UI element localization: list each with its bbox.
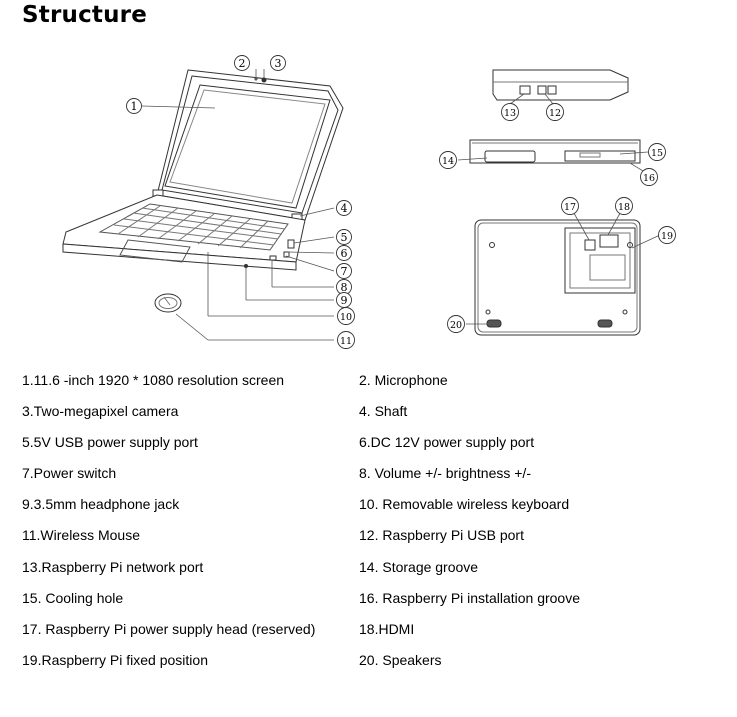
callout-16: 16 bbox=[640, 168, 658, 186]
legend-item-9: 9.3.5mm headphone jack bbox=[22, 496, 180, 512]
callout-5: 5 bbox=[336, 229, 352, 245]
callout-6: 6 bbox=[336, 245, 352, 261]
svg-text:13: 13 bbox=[504, 108, 516, 119]
legend-item-17: 17. Raspberry Pi power supply head (rese… bbox=[22, 621, 316, 637]
svg-text:5: 5 bbox=[341, 231, 348, 244]
side-view-top bbox=[492, 69, 629, 101]
callout-3: 3 bbox=[270, 55, 286, 71]
callout-15: 15 bbox=[648, 143, 666, 161]
legend-item-12: 12. Raspberry Pi USB port bbox=[359, 527, 524, 543]
svg-text:19: 19 bbox=[661, 231, 673, 242]
callout-7: 7 bbox=[336, 263, 352, 279]
callout-14: 14 bbox=[439, 151, 457, 169]
legend-item-7: 7.Power switch bbox=[22, 465, 117, 481]
svg-text:2: 2 bbox=[239, 57, 246, 70]
legend-item-19: 19.Raspberry Pi fixed position bbox=[22, 652, 208, 668]
legend-row: 7.Power switch 8. Volume +/- brightness … bbox=[0, 465, 737, 489]
svg-text:9: 9 bbox=[341, 294, 348, 307]
legend-row: 11.Wireless Mouse 12. Raspberry Pi USB p… bbox=[0, 527, 737, 551]
callout-numbers: 1 2 3 4 5 6 7 8 9 10 11 12 13 14 15 16 1… bbox=[126, 55, 676, 349]
legend-item-1: 1.11.6 -inch 1920 * 1080 resolution scre… bbox=[22, 372, 285, 388]
callout-20: 20 bbox=[447, 315, 465, 333]
svg-text:4: 4 bbox=[341, 202, 348, 215]
legend-row: 15. Cooling hole 16. Raspberry Pi instal… bbox=[0, 590, 737, 614]
callout-13: 13 bbox=[501, 103, 519, 121]
bottom-view bbox=[474, 219, 641, 336]
legend-row: 3.Two-megapixel camera 4. Shaft bbox=[0, 403, 737, 427]
callout-1: 1 bbox=[126, 98, 142, 114]
svg-text:1: 1 bbox=[131, 100, 138, 113]
svg-text:14: 14 bbox=[442, 156, 454, 167]
legend-item-16: 16. Raspberry Pi installation groove bbox=[359, 590, 581, 606]
legend-row: 1.11.6 -inch 1920 * 1080 resolution scre… bbox=[0, 372, 737, 396]
legend-item-4: 4. Shaft bbox=[359, 403, 408, 419]
legend-item-3: 3.Two-megapixel camera bbox=[22, 403, 179, 419]
legend-item-8: 8. Volume +/- brightness +/- bbox=[359, 465, 531, 481]
callout-19: 19 bbox=[658, 226, 676, 244]
legend-row: 13.Raspberry Pi network port 14. Storage… bbox=[0, 559, 737, 583]
svg-text:16: 16 bbox=[643, 173, 655, 184]
svg-text:11: 11 bbox=[340, 336, 352, 347]
callout-11: 11 bbox=[337, 331, 355, 349]
legend-item-15: 15. Cooling hole bbox=[22, 590, 124, 606]
legend-item-18: 18.HDMI bbox=[359, 621, 415, 637]
legend-row: 17. Raspberry Pi power supply head (rese… bbox=[0, 621, 737, 645]
svg-text:3: 3 bbox=[275, 57, 282, 70]
svg-text:10: 10 bbox=[340, 312, 352, 323]
callout-12: 12 bbox=[546, 103, 564, 121]
callout-17: 17 bbox=[561, 197, 579, 215]
legend-item-13: 13.Raspberry Pi network port bbox=[22, 559, 204, 575]
legend-item-2: 2. Microphone bbox=[359, 372, 448, 388]
svg-text:6: 6 bbox=[341, 247, 348, 260]
callout-10: 10 bbox=[337, 307, 355, 325]
svg-text:20: 20 bbox=[450, 320, 462, 331]
callout-18: 18 bbox=[615, 197, 633, 215]
structure-diagram: 1 2 3 4 5 6 7 8 9 10 11 12 13 14 15 16 1… bbox=[62, 55, 676, 349]
legend-item-6: 6.DC 12V power supply port bbox=[359, 434, 535, 450]
page-title: Structure bbox=[22, 2, 148, 28]
legend-item-5: 5.5V USB power supply port bbox=[22, 434, 198, 450]
callout-2: 2 bbox=[234, 55, 250, 71]
svg-text:12: 12 bbox=[549, 108, 561, 119]
callout-9: 9 bbox=[336, 292, 352, 308]
svg-text:7: 7 bbox=[341, 265, 348, 278]
legend-item-14: 14. Storage groove bbox=[359, 559, 479, 575]
callout-4: 4 bbox=[336, 200, 352, 216]
svg-text:8: 8 bbox=[341, 281, 348, 294]
legend-row: 9.3.5mm headphone jack 10. Removable wir… bbox=[0, 496, 737, 520]
mouse-illustration bbox=[154, 293, 182, 313]
svg-text:15: 15 bbox=[651, 148, 663, 159]
svg-text:17: 17 bbox=[564, 202, 576, 213]
legend-item-20: 20. Speakers bbox=[359, 652, 442, 668]
legend-item-10: 10. Removable wireless keyboard bbox=[359, 496, 570, 512]
legend-item-11: 11.Wireless Mouse bbox=[22, 527, 141, 543]
legend-row: 19.Raspberry Pi fixed position 20. Speak… bbox=[0, 652, 737, 676]
svg-text:18: 18 bbox=[618, 202, 630, 213]
laptop-illustration bbox=[62, 69, 344, 271]
front-view bbox=[469, 139, 641, 164]
legend-row: 5.5V USB power supply port 6.DC 12V powe… bbox=[0, 434, 737, 458]
